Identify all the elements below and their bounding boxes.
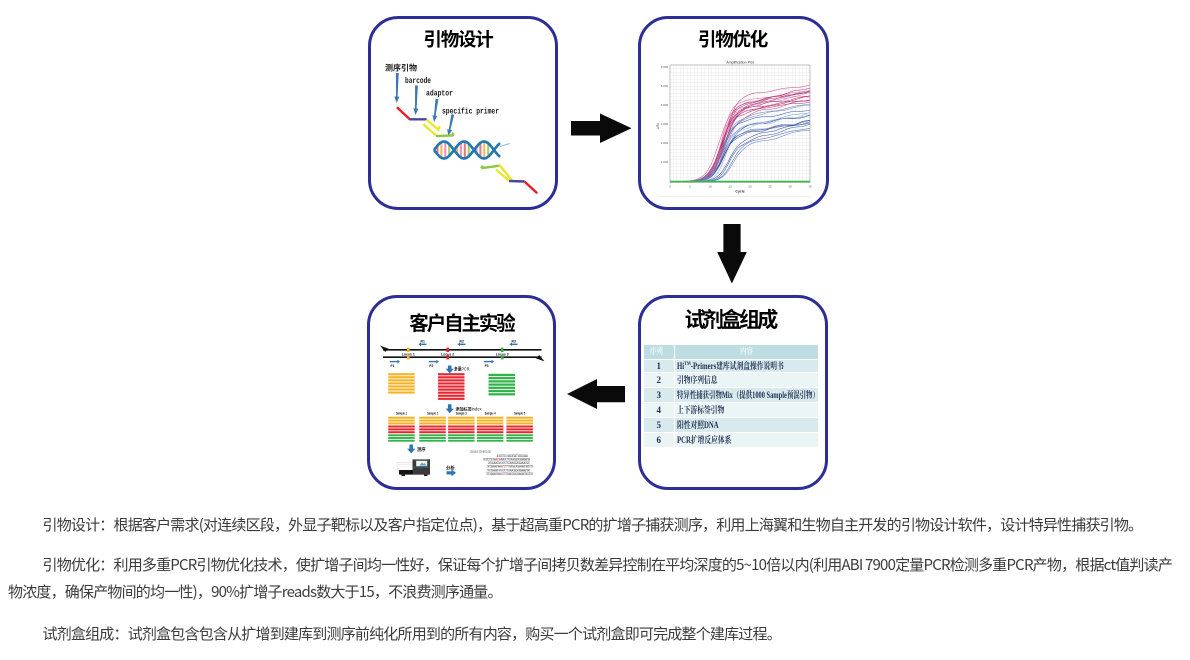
svg-text:Sample 5: Sample 5 <box>514 412 525 416</box>
svg-text:30: 30 <box>788 185 792 189</box>
svg-text:5: 5 <box>689 185 691 189</box>
svg-text:TATCGGAGAGTAAGAGTCTTGTAGACGGCA: TATCGGAGAGTAAGAGTCTTGTAGACGGCACGGAAGAGTG… <box>488 461 530 465</box>
svg-text:Amplification Plot: Amplification Plot <box>726 61 754 65</box>
svg-text:0: 0 <box>669 185 671 189</box>
svg-text:F2: F2 <box>429 364 433 368</box>
svg-text:adaptor: adaptor <box>426 89 453 99</box>
svg-text:Locus 2: Locus 2 <box>441 351 455 357</box>
svg-text:Locus 1: Locus 1 <box>402 351 416 357</box>
svg-text:25: 25 <box>768 185 772 189</box>
svg-text:AGCTAGTCTTTATACAGAAGATACTGAGTT: AGCTAGTCTTTATACAGAAGATACTGAGTTTGACGGCACG… <box>497 454 528 458</box>
svg-text:分析: 分析 <box>446 465 455 472</box>
svg-text:多重PCR: 多重PCR <box>454 365 470 372</box>
svg-text:TGTCGGAGAGTAAGAGTCTTGTAGACGGCA: TGTCGGAGAGTAAGAGTCTTGTAGACGGCACGGAAGAGTG… <box>486 472 533 476</box>
svg-text:添加标签index: 添加标签index <box>456 405 483 412</box>
svg-text:4.000: 4.000 <box>661 103 669 107</box>
svg-text:20: 20 <box>748 185 752 189</box>
svg-text:Sample 3: Sample 3 <box>456 412 467 416</box>
svg-text:Variant Detection: Variant Detection <box>470 449 491 454</box>
svg-text:Cycle: Cycle <box>735 190 744 194</box>
svg-text:TATCGGAGAGTAAGAGTCTTTTTGACGGCA: TATCGGAGAGTAAGAGTCTTTTTGACGGCACGGAAGAGTG… <box>487 465 533 469</box>
svg-text:R1: R1 <box>421 340 425 344</box>
svg-text:6.000: 6.000 <box>661 65 669 69</box>
svg-text:ΔRn: ΔRn <box>656 123 660 129</box>
svg-text:F3: F3 <box>485 364 489 368</box>
svg-text:Sample 2: Sample 2 <box>427 412 438 416</box>
svg-text:barcode: barcode <box>405 76 431 86</box>
svg-text:Sample 4: Sample 4 <box>485 412 497 416</box>
svg-text:Sample 1: Sample 1 <box>396 412 407 416</box>
svg-text:10: 10 <box>708 185 712 189</box>
svg-text:35: 35 <box>808 185 812 189</box>
svg-text:TATCGGAGAGTAAGAGTCTTGTAGACGGCA: TATCGGAGAGTAAGAGTCTTGTAGACGGCACGGAAGAGTG… <box>487 468 530 472</box>
svg-text:Locus 3: Locus 3 <box>496 351 510 357</box>
svg-text:R3: R3 <box>512 340 516 344</box>
svg-text:F1: F1 <box>391 364 395 368</box>
svg-text:测序: 测序 <box>417 446 426 453</box>
svg-text:GTCGTCTGTCAGAGCGAAGAGTCTTGTAGA: GTCGTCTGTCAGAGCGAAGAGTCTTGTAGACGGCACGGAA… <box>483 457 530 461</box>
svg-text:测序引物: 测序引物 <box>385 63 417 74</box>
svg-text:15: 15 <box>728 185 732 189</box>
svg-text:R2: R2 <box>460 340 464 344</box>
svg-text:1.000: 1.000 <box>661 160 669 164</box>
svg-text:2.000: 2.000 <box>661 141 669 145</box>
svg-text:specific primer: specific primer <box>442 107 499 117</box>
svg-text:5.000: 5.000 <box>661 84 669 88</box>
svg-text:3.000: 3.000 <box>661 122 669 126</box>
